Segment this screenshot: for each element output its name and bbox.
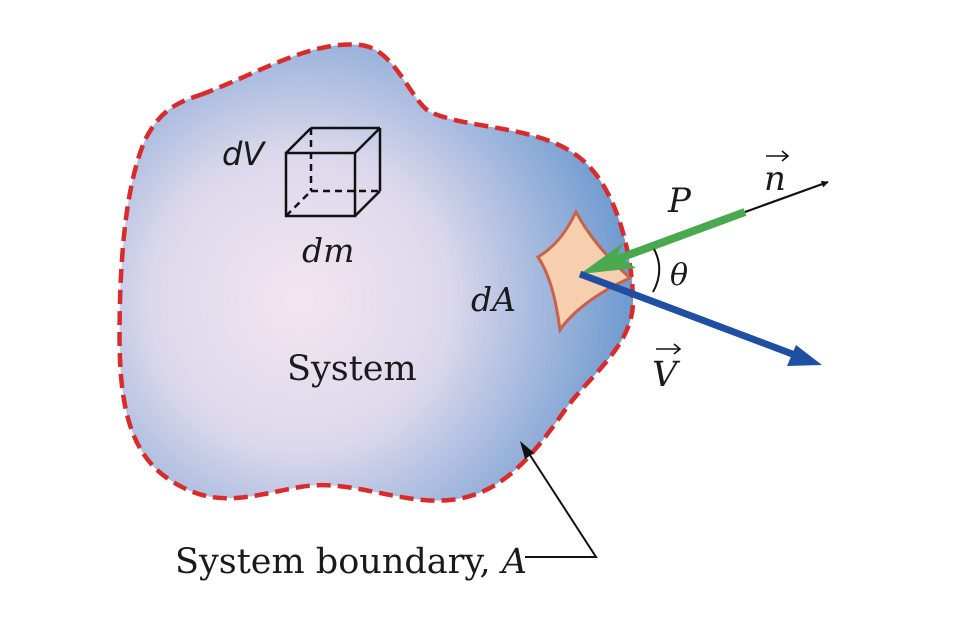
boundary-leader-arrowhead	[520, 441, 534, 459]
volume-element-cube	[284, 126, 382, 218]
area-element-patch	[535, 208, 633, 335]
velocity-vector-label: V	[652, 355, 681, 395]
boundary-label: System boundary, A	[175, 542, 527, 582]
angle-arc	[652, 248, 661, 293]
n-vector-overarrow	[766, 150, 790, 162]
velocity-arrow-head	[787, 345, 822, 366]
area-element-label: dA	[471, 280, 516, 319]
pressure-label: P	[667, 181, 692, 221]
mass-element-label: dm	[302, 231, 354, 270]
normal-arrow	[744, 180, 829, 214]
boundary-label-symbol: A	[499, 542, 527, 582]
angle-label: θ	[670, 258, 688, 293]
velocity-arrow-shaft	[578, 270, 797, 359]
system-region	[119, 44, 634, 501]
boundary-label-text: System boundary,	[175, 542, 502, 582]
boundary-leader-line	[525, 451, 598, 558]
volume-element-label: dV	[222, 135, 266, 173]
v-vector-overarrow	[656, 343, 682, 355]
system-boundary	[117, 42, 636, 503]
pressure-arrow-shaft	[610, 208, 747, 265]
normal-vector-label: n	[764, 159, 786, 199]
system-label: System	[287, 349, 417, 389]
pressure-arrow-head	[580, 243, 636, 274]
